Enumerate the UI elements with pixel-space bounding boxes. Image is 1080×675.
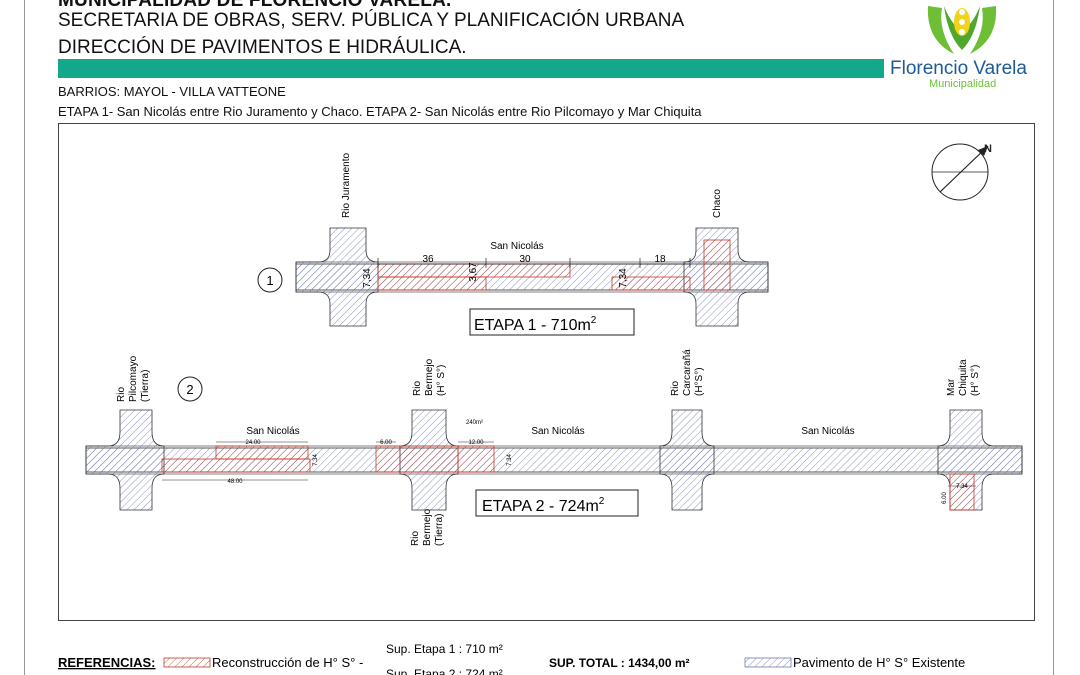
etapa2-plan: 24.00 48.00 7.34 6.00 240m² 12.00 7.34 7… (85, 349, 1023, 546)
cross-mar-chiquita: Mar Chiquita (H° S°) (946, 359, 981, 396)
etapa2-dim-734-b: 7.34 (507, 454, 513, 466)
etapa2-area-240: 240m² (466, 420, 483, 426)
svg-text:Pilcomayo: Pilcomayo (128, 355, 139, 402)
red-hatch-swatch (163, 657, 211, 668)
svg-text:(Tierra): (Tierra) (434, 514, 445, 546)
svg-text:Rio: Rio (670, 381, 681, 396)
svg-text:Rio: Rio (116, 387, 127, 402)
etapa2-dim-734-c: 7.34 (956, 484, 968, 490)
etapa2-number: 2 (186, 382, 193, 397)
references: REFERENCIAS: Reconstrucción de H° S° - S… (58, 642, 965, 675)
etapa2-dim-12: 12.00 (468, 440, 484, 446)
references-sup-etapa2: Sup. Etapa 2 : 724 m² (386, 667, 503, 675)
etapa1-dim-36: 36 (422, 254, 434, 265)
etapa2-box-label: ETAPA 2 - 724m2 (482, 496, 605, 515)
etapa2-dim-24: 24.00 (245, 440, 261, 446)
etapa1-dim-734-left: 7,34 (362, 268, 373, 288)
references-sup-etapa1: Sup. Etapa 1 : 710 m² (386, 642, 503, 656)
cross-rio-carcarana: Rio Carcarañá (H°S°) (670, 349, 705, 396)
etapa2-street-label-1: San Nicolás (246, 426, 299, 437)
svg-text:Rio: Rio (412, 381, 423, 396)
logo-subtitle: Municipalidad (929, 78, 997, 90)
header-direccion: DIRECCIÓN DE PAVIMENTOS E HIDRÁULICA. (58, 37, 467, 58)
etapa1-plan: San Nicolás 36 30 18 3,67 7,34 7,34 Rio … (257, 153, 769, 336)
references-reconstruccion: Reconstrucción de H° S° - (212, 655, 363, 670)
etapa1-dim-734-right: 7,34 (618, 268, 629, 288)
svg-text:Bermejo: Bermejo (424, 358, 435, 396)
logo-name: Florencio Varela (890, 58, 1027, 79)
svg-text:(H° S°): (H° S°) (436, 365, 447, 396)
etapa1-street-label: San Nicolás (490, 241, 543, 252)
header-band (58, 59, 884, 78)
florencio-varela-logo-icon (927, 6, 997, 54)
cross-rio-bermejo-bottom: Rio Bermejo (Tierra) (410, 508, 445, 546)
etapa2-dim-48: 48.00 (227, 479, 243, 485)
etapa2-street-label-2: San Nicolás (531, 426, 584, 437)
etapas-line: ETAPA 1- San Nicolás entre Rio Juramento… (58, 104, 702, 119)
svg-text:Rio: Rio (410, 531, 421, 546)
svg-text:(H° S°): (H° S°) (970, 365, 981, 396)
north-arrow-icon: N (931, 143, 992, 201)
references-sup-total: SUP. TOTAL : 1434,00 m² (549, 656, 690, 670)
header-secretaria: SECRETARIA DE OBRAS, SERV. PÚBLICA Y PLA… (58, 10, 685, 31)
etapa1-box-label: ETAPA 1 - 710m2 (474, 315, 597, 334)
svg-text:Carcarañá: Carcarañá (682, 349, 693, 396)
etapa1-cross-rio-juramento: Rio Juramento (341, 153, 352, 218)
header-municipality: MUNICIPALIDAD DE FLORENCIO VARELA. (58, 0, 452, 11)
etapa2-dim-734-a: 7.34 (313, 454, 319, 466)
blue-hatch-swatch (744, 657, 792, 668)
etapa1-dim-367: 3,67 (468, 262, 479, 282)
svg-text:Mar: Mar (946, 378, 957, 396)
svg-text:(Tierra): (Tierra) (140, 370, 151, 402)
cross-rio-pilcomayo: Rio Pilcomayo (Tierra) (116, 355, 151, 402)
north-label: N (984, 143, 992, 155)
references-existente: Pavimento de H° S° Existente (793, 655, 965, 670)
svg-text:(H°S°): (H°S°) (694, 367, 705, 396)
references-title: REFERENCIAS: (58, 655, 156, 670)
cross-rio-bermejo-top: Rio Bermejo (H° S°) (412, 358, 447, 396)
barrios-line: BARRIOS: MAYOL - VILLA VATTEONE (58, 84, 286, 99)
etapa1-dim-30: 30 (519, 254, 531, 265)
svg-text:Chiquita: Chiquita (958, 359, 969, 396)
etapa2-street-label-3: San Nicolás (801, 426, 854, 437)
etapa1-dim-18: 18 (654, 254, 666, 265)
etapa2-dim-6: 6.00 (380, 440, 392, 446)
etapa1-cross-chaco: Chaco (712, 189, 723, 218)
drawing-frame (58, 123, 1035, 621)
etapa1-number: 1 (266, 273, 273, 288)
svg-text:Bermejo: Bermejo (422, 508, 433, 546)
etapa2-dim-6-b: 6.00 (942, 492, 948, 504)
